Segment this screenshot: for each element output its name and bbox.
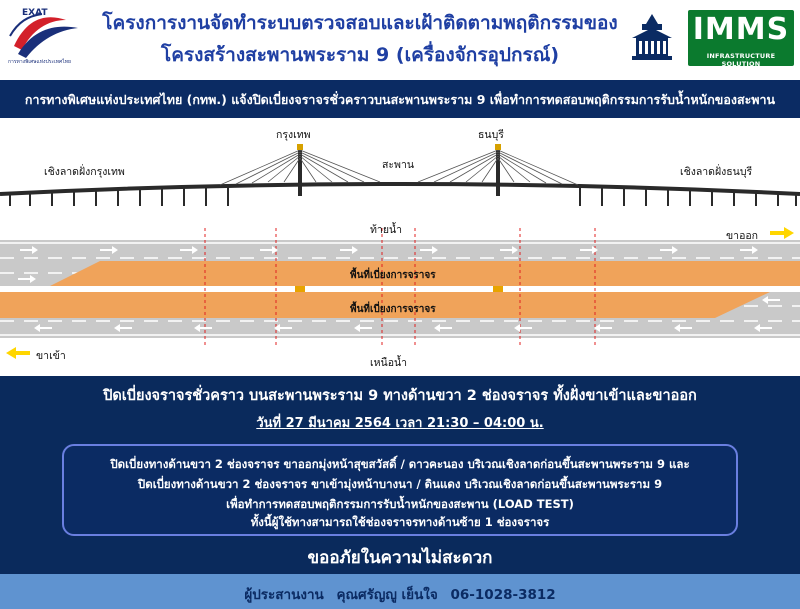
notice-line-3: เพื่อทำการทดสอบพฤติกรรมการรับน้ำหนักของส… xyxy=(226,497,574,511)
closure-zone-bottom xyxy=(0,292,770,318)
header: EXAT การทางพิเศษแห่งประเทศไทย โครงการงาน… xyxy=(0,0,800,80)
exat-logo-subtext: การทางพิเศษแห่งประเทศไทย xyxy=(8,59,71,65)
exat-logo-name: EXAT xyxy=(22,8,48,18)
inbound-direction-arrow xyxy=(6,347,30,359)
coordinator-label: ผู้ประสานงาน xyxy=(244,587,324,603)
left-approach-label: เชิงลาดฝั่งกรุงเทพ xyxy=(44,166,125,178)
road-plan xyxy=(0,227,800,359)
bridge-elevation xyxy=(0,144,800,206)
notice-line-2: ปิดเบี่ยงทางด้านขวา 2 ช่องจราจร ขาเข้ามุ… xyxy=(137,477,663,491)
notice-line-4: ทั้งนี้ผู้ใช้ทางสามารถใช้ช่องจราจรทางด้า… xyxy=(250,515,550,529)
outbound-direction-arrow xyxy=(770,227,794,239)
upstream-label: ท้ายน้ำ xyxy=(370,224,403,236)
contact-name: คุณศรัญญู เย็นใจ xyxy=(336,587,438,603)
bridge-deck xyxy=(0,182,800,196)
banner-text: การทางพิเศษแห่งประเทศไทย (กทพ.) แจ้งปิดเ… xyxy=(24,92,776,107)
right-pylon xyxy=(417,144,579,196)
outbound-arrows xyxy=(18,246,758,283)
bridge-center-label: สะพาน xyxy=(382,159,415,171)
imms-logo-name: IMMS xyxy=(692,12,790,47)
footer-contact: ผู้ประสานงาน คุณศรัญญู เย็นใจ 06-1028-38… xyxy=(0,583,800,605)
exat-logo: EXAT การทางพิเศษแห่งประเทศไทย xyxy=(8,6,94,70)
right-approach-label: เชิงลาดฝั่งธนบุรี xyxy=(680,166,753,178)
left-tower-label: กรุงเทพ xyxy=(276,129,311,141)
closure-zone-top xyxy=(50,261,800,286)
page-title-line1: โครงการงานจัดทำระบบตรวจสอบและเฝ้าติดตามพ… xyxy=(102,12,618,34)
closed-zone-top-label: พื้นที่เบี่ยงการจราจร xyxy=(350,270,436,281)
exat-logo-mark xyxy=(9,13,78,58)
imms-logo: IMMS INFRASTRUCTURE SOLUTION xyxy=(688,10,794,68)
contact-phone: 06-1028-3812 xyxy=(450,587,556,603)
imms-logo-subtext: INFRASTRUCTURE SOLUTION xyxy=(706,52,776,68)
inbound-arrows xyxy=(34,296,780,332)
closed-zone-bottom-label: พื้นที่เบี่ยงการจราจร xyxy=(350,304,436,315)
bridge-piers xyxy=(9,185,797,206)
closure-date: วันที่ 27 มีนาคม 2564 เวลา 21:30 – 04:00… xyxy=(256,416,544,431)
bridge-illustration xyxy=(0,144,800,359)
closure-headline: ปิดเบี่ยงจราจรชั่วคราว บนสะพานพระราม 9 ท… xyxy=(103,388,697,404)
right-tower-label: ธนบุรี xyxy=(478,129,504,141)
page-title-line2: โครงสร้างสะพานพระราม 9 (เครื่องจักรอุปกร… xyxy=(160,44,560,66)
building-icon xyxy=(632,14,672,60)
bridge-diagram: เชิงลาดฝั่งกรุงเทพ กรุงเทพ สะพาน ธนบุรี … xyxy=(0,118,800,376)
notice-line-1: ปิดเบี่ยงทางด้านขวา 2 ช่องจราจร ขาออกมุ่… xyxy=(110,457,690,471)
inbound-label: ขาเข้า xyxy=(36,350,66,362)
announcement-banner: การทางพิเศษแห่งประเทศไทย (กทพ.) แจ้งปิดเ… xyxy=(0,80,800,118)
outbound-label: ขาออก xyxy=(726,230,759,242)
left-pylon xyxy=(219,144,381,196)
apology-text: ขออภัยในความไม่สะดวก xyxy=(307,548,493,568)
downstream-label: เหนือน้ำ xyxy=(370,357,408,369)
median xyxy=(0,286,800,292)
notice-box: ปิดเบี่ยงทางด้านขวา 2 ช่องจราจร ขาออกมุ่… xyxy=(62,444,738,536)
footer: ผู้ประสานงาน คุณศรัญญู เย็นใจ 06-1028-38… xyxy=(0,574,800,609)
